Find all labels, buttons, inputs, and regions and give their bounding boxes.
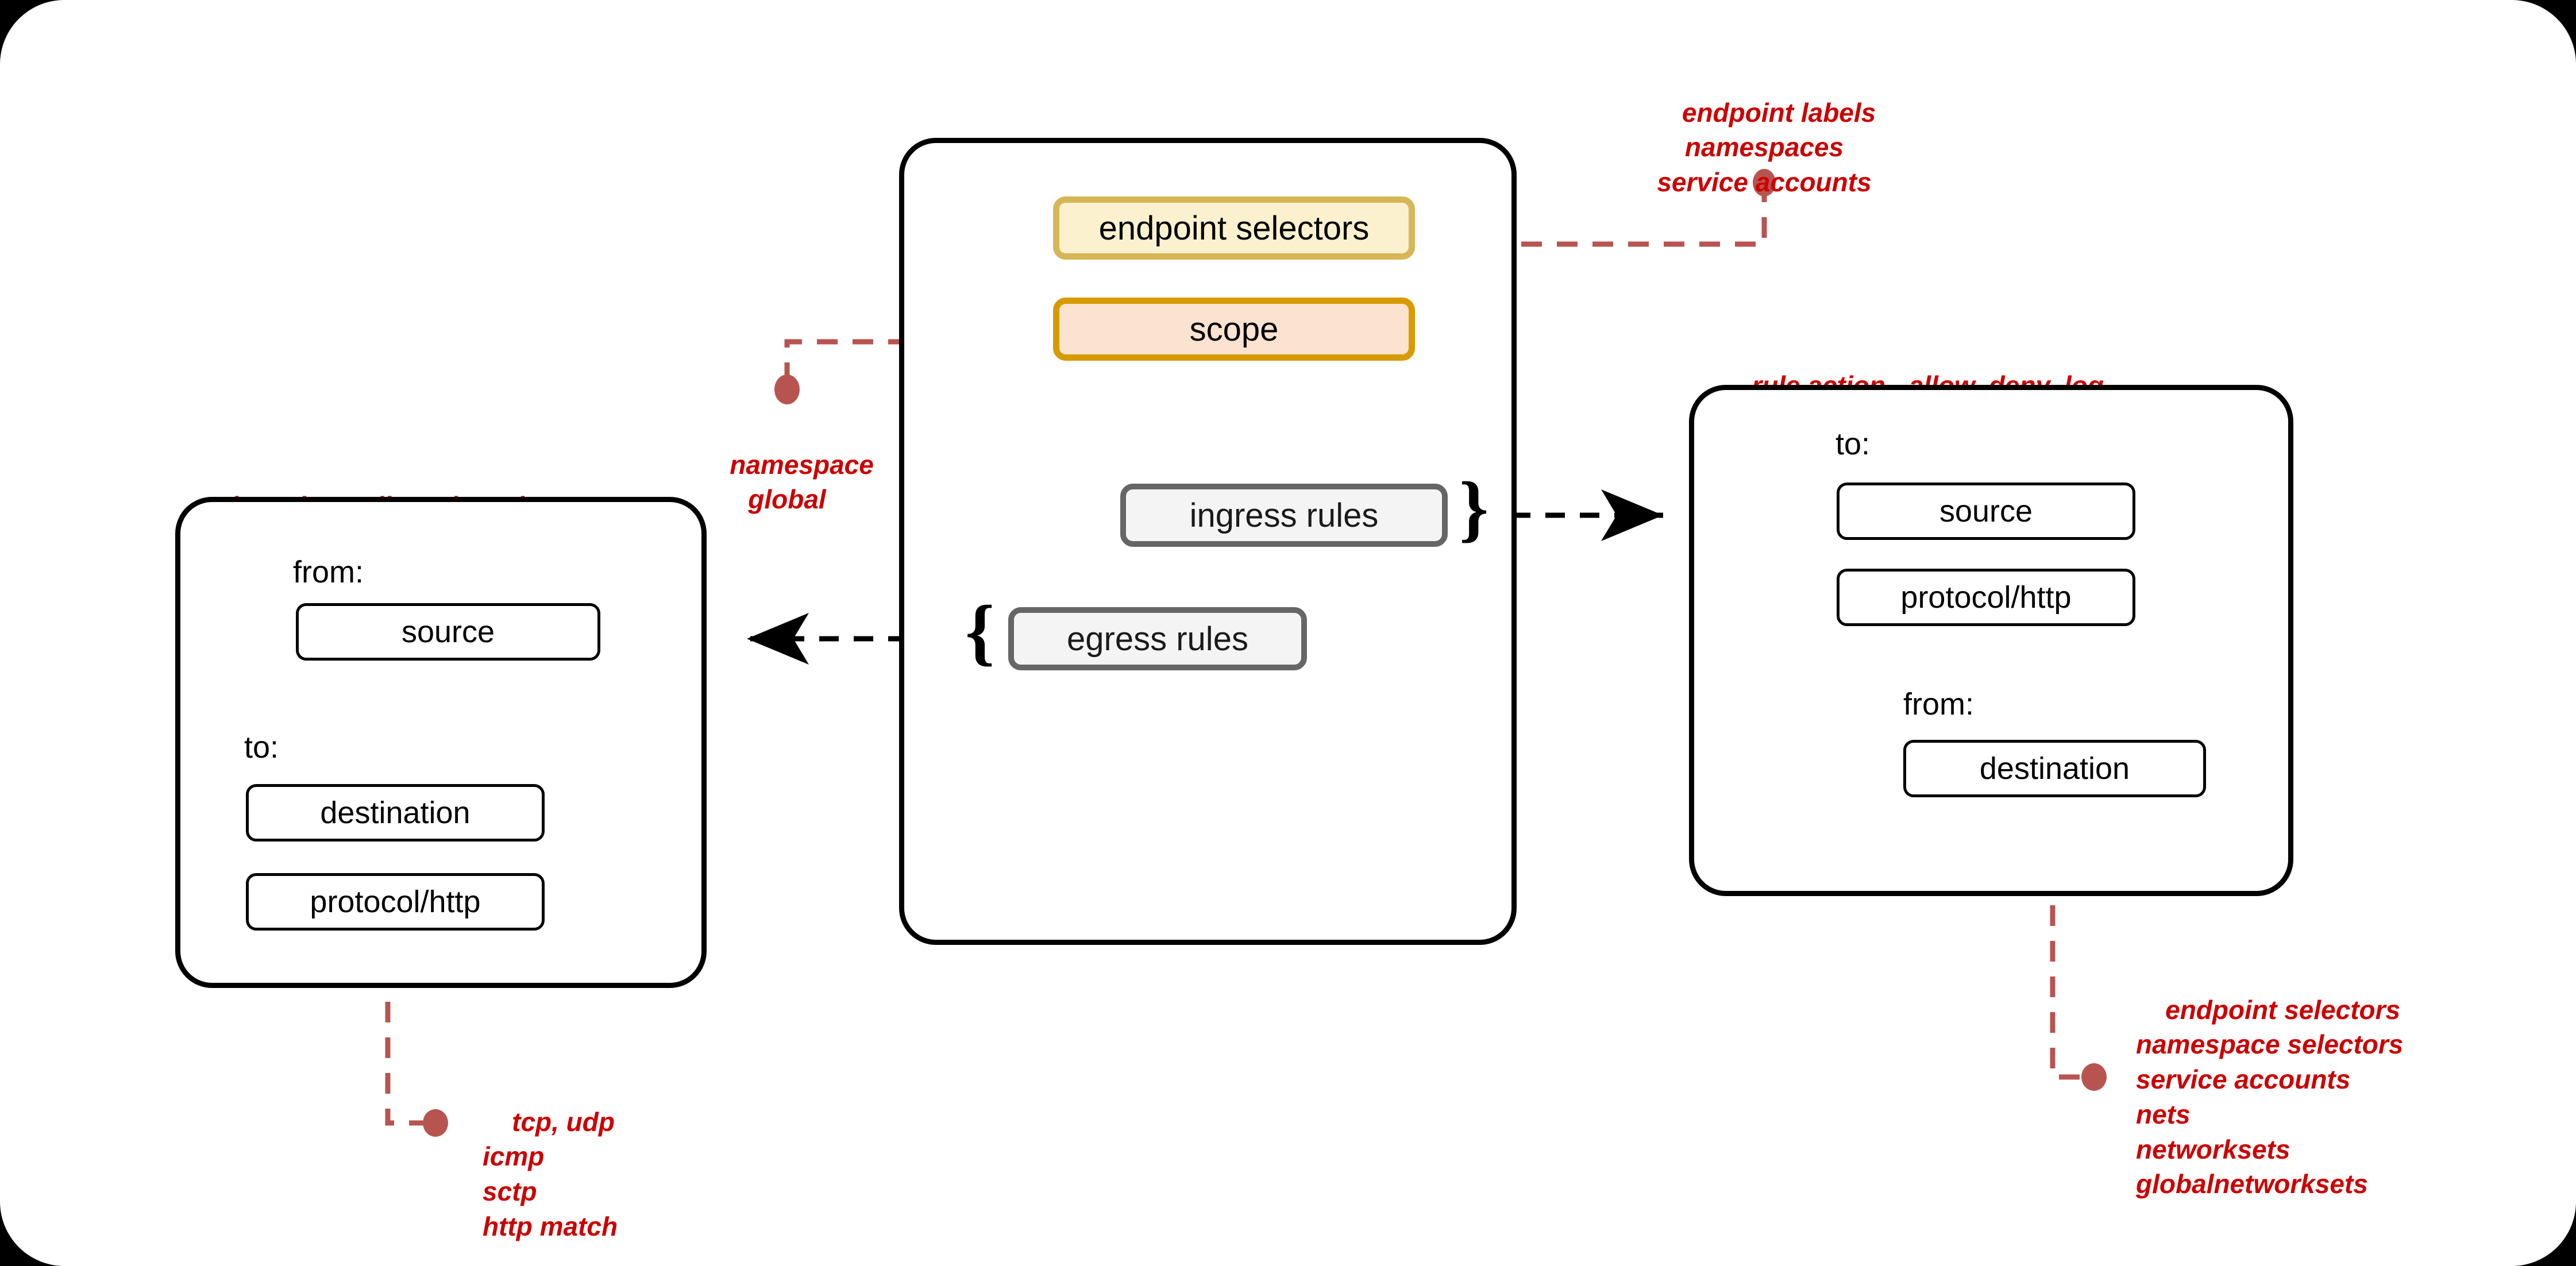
egress-from-source-label: source xyxy=(401,615,495,649)
egress-to-label-text: to: xyxy=(244,730,279,765)
ingress-to-protocol-box[interactable]: protocol/http xyxy=(1837,569,2135,626)
ingress-rules-box[interactable]: ingress rules xyxy=(1120,484,1448,547)
ingress-to-source-label: source xyxy=(1939,494,2033,528)
egress-from-label-text: from: xyxy=(293,555,364,589)
endpoint-selectors-box[interactable]: endpoint selectors xyxy=(1053,196,1415,260)
scope-annotation-text: namespace global xyxy=(730,449,874,515)
ingress-from-destination-label: destination xyxy=(1979,751,2130,786)
ingress-from-destination-box[interactable]: destination xyxy=(1903,740,2206,797)
destination-annotation: endpoint selectors namespace selectors s… xyxy=(2136,958,2538,1237)
egress-brace: { xyxy=(965,595,994,669)
protocol-annotation-text: tcp, udp icmp sctp http match xyxy=(483,1106,618,1241)
ingress-brace-glyph: } xyxy=(1459,467,1489,550)
egress-rules-box[interactable]: egress rules xyxy=(1008,607,1307,670)
scope-annotation: namespace global xyxy=(643,412,931,552)
egress-from-source-box[interactable]: source xyxy=(296,603,600,661)
egress-to-label: to: xyxy=(244,730,279,765)
egress-brace-glyph: { xyxy=(965,590,995,673)
endpoint-selectors-annotation: endpoint labels namespaces service accou… xyxy=(1592,60,1937,235)
destination-leader-dot xyxy=(2081,1063,2107,1091)
protocol-annotation: tcp, udp icmp sctp http match xyxy=(483,1070,827,1266)
ingress-to-label: to: xyxy=(1835,426,1870,462)
ingress-to-protocol-label: protocol/http xyxy=(1900,580,2072,615)
egress-to-protocol-box[interactable]: protocol/http xyxy=(246,873,545,931)
scope-leader-dot xyxy=(774,375,800,404)
ingress-from-label: from: xyxy=(1903,686,1974,722)
ingress-from-label-text: from: xyxy=(1903,687,1975,721)
egress-to-destination-label: destination xyxy=(320,796,471,830)
egress-to-destination-box[interactable]: destination xyxy=(246,784,545,842)
protocol-http-leader-dot xyxy=(423,1109,448,1137)
endpoint-selectors-label: endpoint selectors xyxy=(1098,209,1370,247)
egress-rules-label: egress rules xyxy=(1067,620,1248,658)
egress-from-label: from: xyxy=(293,554,364,590)
scope-box[interactable]: scope xyxy=(1053,298,1415,361)
endpoint-selectors-annotation-text: endpoint labels namespaces service accou… xyxy=(1657,97,1876,198)
scope-label: scope xyxy=(1189,310,1279,348)
ingress-rule-panel xyxy=(1689,385,2293,896)
ingress-to-label-text: to: xyxy=(1835,427,1871,461)
egress-to-protocol-label: protocol/http xyxy=(310,885,481,919)
ingress-brace: } xyxy=(1459,471,1488,546)
ingress-to-source-box[interactable]: source xyxy=(1837,483,2135,540)
ingress-rules-label: ingress rules xyxy=(1189,496,1379,534)
destination-annotation-text: endpoint selectors namespace selectors s… xyxy=(2136,994,2404,1199)
